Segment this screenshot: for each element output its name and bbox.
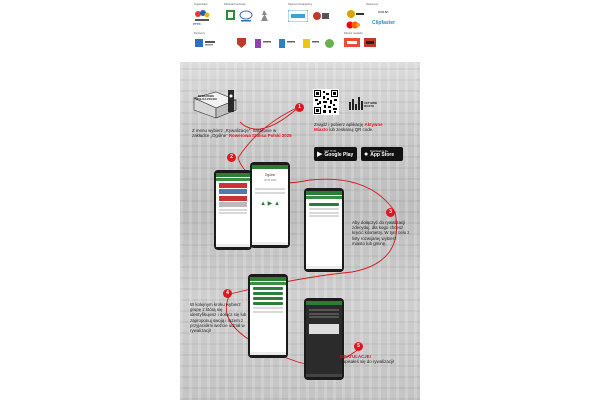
step-3-text: Aby dołączyć do rywalizacji zdecyduj, dl… bbox=[352, 220, 410, 246]
aktywne-miasto-brand: AKTYWNE MIASTO bbox=[364, 102, 378, 108]
organizer-logo-text: PTTK bbox=[193, 22, 201, 26]
phone-dropdown-screen bbox=[304, 188, 344, 272]
label-honorary: Patronat honorowy bbox=[224, 3, 246, 6]
partner-logo-4 bbox=[279, 39, 295, 48]
honorary-logo-1 bbox=[226, 10, 235, 20]
play-icon: ▲ ▶ ▲ bbox=[260, 200, 280, 207]
organizer-logo bbox=[195, 10, 210, 21]
partner-logo-1 bbox=[195, 39, 215, 47]
instruction-poster: ROWEROWA STOLICA POLSKI 1 Znajdź i pobie… bbox=[180, 62, 420, 400]
clipfaster-logo: Clipfaster bbox=[372, 20, 396, 26]
step-marker-4: 4 bbox=[223, 289, 232, 298]
honorary-logo-3 bbox=[261, 10, 268, 21]
roadsign-tile bbox=[193, 90, 237, 119]
sponsor-logo-1 bbox=[347, 10, 364, 18]
phone-list-screen bbox=[214, 170, 252, 250]
honorary-logo-2 bbox=[239, 10, 253, 22]
phone-confirm-screen bbox=[304, 298, 344, 380]
step-marker-3: 3 bbox=[386, 208, 395, 217]
label-organizer: Organizator bbox=[194, 3, 208, 6]
step-marker-1: 1 bbox=[295, 103, 304, 112]
label-strategic: Sponsor strategiczny bbox=[288, 3, 313, 6]
strategic-logo-1 bbox=[288, 10, 308, 22]
step-5-text: GRATULACJE!Zapisałeś się do rywalizacji! bbox=[340, 354, 395, 365]
qr-code[interactable] bbox=[313, 89, 339, 115]
tile-text: ROWEROWA STOLICA POLSKI bbox=[195, 95, 217, 101]
step-4-text: W kolejnym kroku wybierz grupę z którą s… bbox=[190, 302, 247, 334]
step-marker-2: 2 bbox=[227, 153, 236, 162]
screen-title: Ogólne bbox=[264, 173, 276, 177]
phone-group-screen bbox=[248, 274, 288, 358]
label-sponsors: Sponsorzy bbox=[366, 3, 379, 6]
google-play-icon: ▶ bbox=[317, 151, 323, 158]
media-logo-2 bbox=[364, 38, 376, 47]
label-partners: Partnerzy bbox=[194, 32, 206, 35]
sponsor-header: Organizator Patronat honorowy Sponsor st… bbox=[180, 0, 420, 58]
partner-logo-5 bbox=[303, 39, 319, 48]
inoni-logo: INONI bbox=[378, 10, 389, 14]
label-media: Patroni medialni bbox=[344, 32, 363, 35]
screen-date: 30.03.2025 bbox=[264, 179, 276, 182]
partner-logo-2 bbox=[237, 38, 246, 48]
strategic-logo-2 bbox=[313, 12, 329, 20]
media-logo-1 bbox=[344, 38, 360, 47]
phone-general-screen: Ogólne 30.03.2025 ▲ ▶ ▲ bbox=[250, 162, 290, 248]
step-marker-5: 5 bbox=[354, 342, 363, 351]
partner-logo-6 bbox=[325, 39, 334, 48]
app-store-button[interactable]: ● Download on the App Store bbox=[361, 147, 403, 161]
step-1-text: Znajdź i pobierz aplikację Aktywne Miast… bbox=[314, 122, 383, 133]
step-2-text: Z menu wybierz „Rywalizacje”, następnie … bbox=[192, 128, 292, 139]
partner-logo-3 bbox=[255, 39, 271, 48]
apple-icon: ● bbox=[364, 150, 369, 158]
aktywne-miasto-logo-icon bbox=[349, 97, 363, 110]
mc-logo bbox=[346, 21, 360, 29]
google-play-button[interactable]: ▶ GET IT ON Google Play bbox=[314, 147, 357, 161]
route-line bbox=[225, 105, 397, 366]
